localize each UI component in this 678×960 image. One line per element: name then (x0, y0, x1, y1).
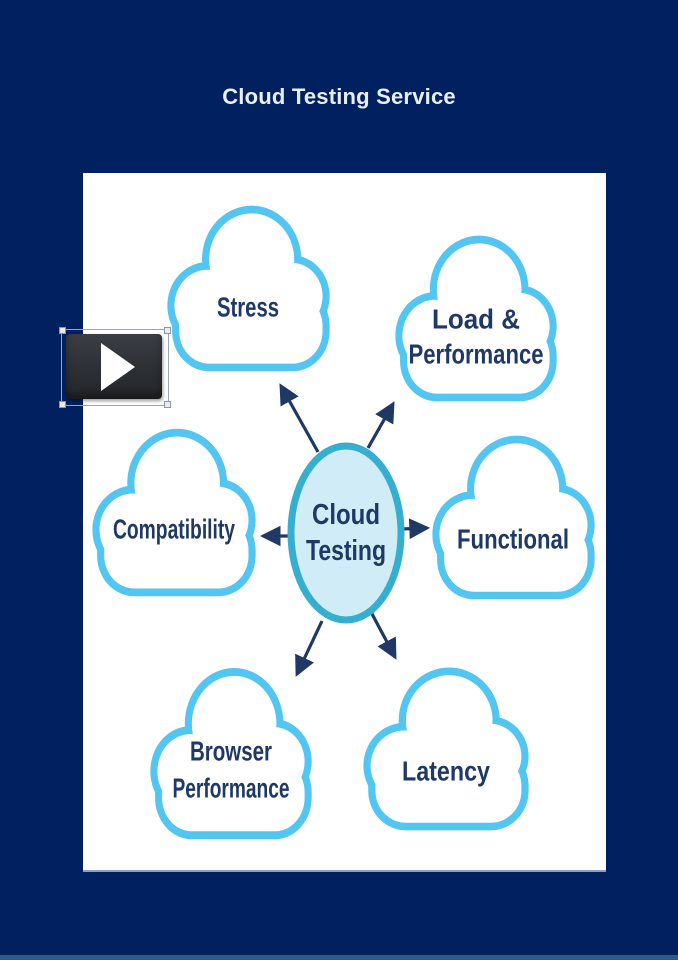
arrow-group (259, 383, 431, 677)
cloud-browser-performance-label-line2: Performance (173, 773, 290, 804)
arrow-center-to-load-performance (366, 401, 395, 449)
cloud-stress-label: Stress (217, 292, 279, 323)
play-button-body[interactable] (66, 334, 162, 399)
selection-handle-icon (164, 401, 171, 408)
cloud-load-performance-label-line2: Performance (409, 339, 544, 370)
selection-handle-icon (164, 327, 171, 334)
cloud-compatibility: Compatibility (100, 437, 249, 589)
arrow-center-to-browser-performance (295, 620, 324, 677)
cloud-load-performance-label-line1: Load & (432, 304, 520, 335)
cloud-load-performance: Load & Performance (402, 243, 549, 393)
selection-handle-icon (59, 401, 66, 408)
cloud-functional-label: Functional (457, 524, 569, 555)
cloud-latency-label: Latency (402, 756, 490, 787)
cloud-latency: Latency (371, 675, 522, 823)
arrow-center-to-latency (369, 611, 397, 660)
cloud-stress: Stress (174, 213, 322, 363)
center-node: Cloud Testing (287, 442, 405, 624)
cloud-browser-performance-label-line1: Browser (190, 736, 272, 767)
page-title: Cloud Testing Service (222, 84, 456, 109)
cloud-compatibility-label: Compatibility (113, 514, 235, 545)
selection-handle-icon (59, 327, 66, 334)
arrow-center-to-stress (279, 383, 320, 453)
video-play-button[interactable] (59, 327, 171, 408)
slide-preview: Stress Load & Performance Compatibility … (83, 173, 606, 870)
play-triangle-icon (101, 342, 135, 391)
cloud-functional: Functional (439, 443, 587, 592)
center-label-line2: Testing (306, 535, 386, 567)
bottom-bar (0, 953, 678, 960)
cloud-browser-performance: Browser Performance (157, 676, 304, 831)
arrow-center-to-functional (401, 518, 431, 540)
cloud-testing-diagram: Stress Load & Performance Compatibility … (83, 173, 606, 870)
center-label-line1: Cloud (312, 499, 380, 531)
